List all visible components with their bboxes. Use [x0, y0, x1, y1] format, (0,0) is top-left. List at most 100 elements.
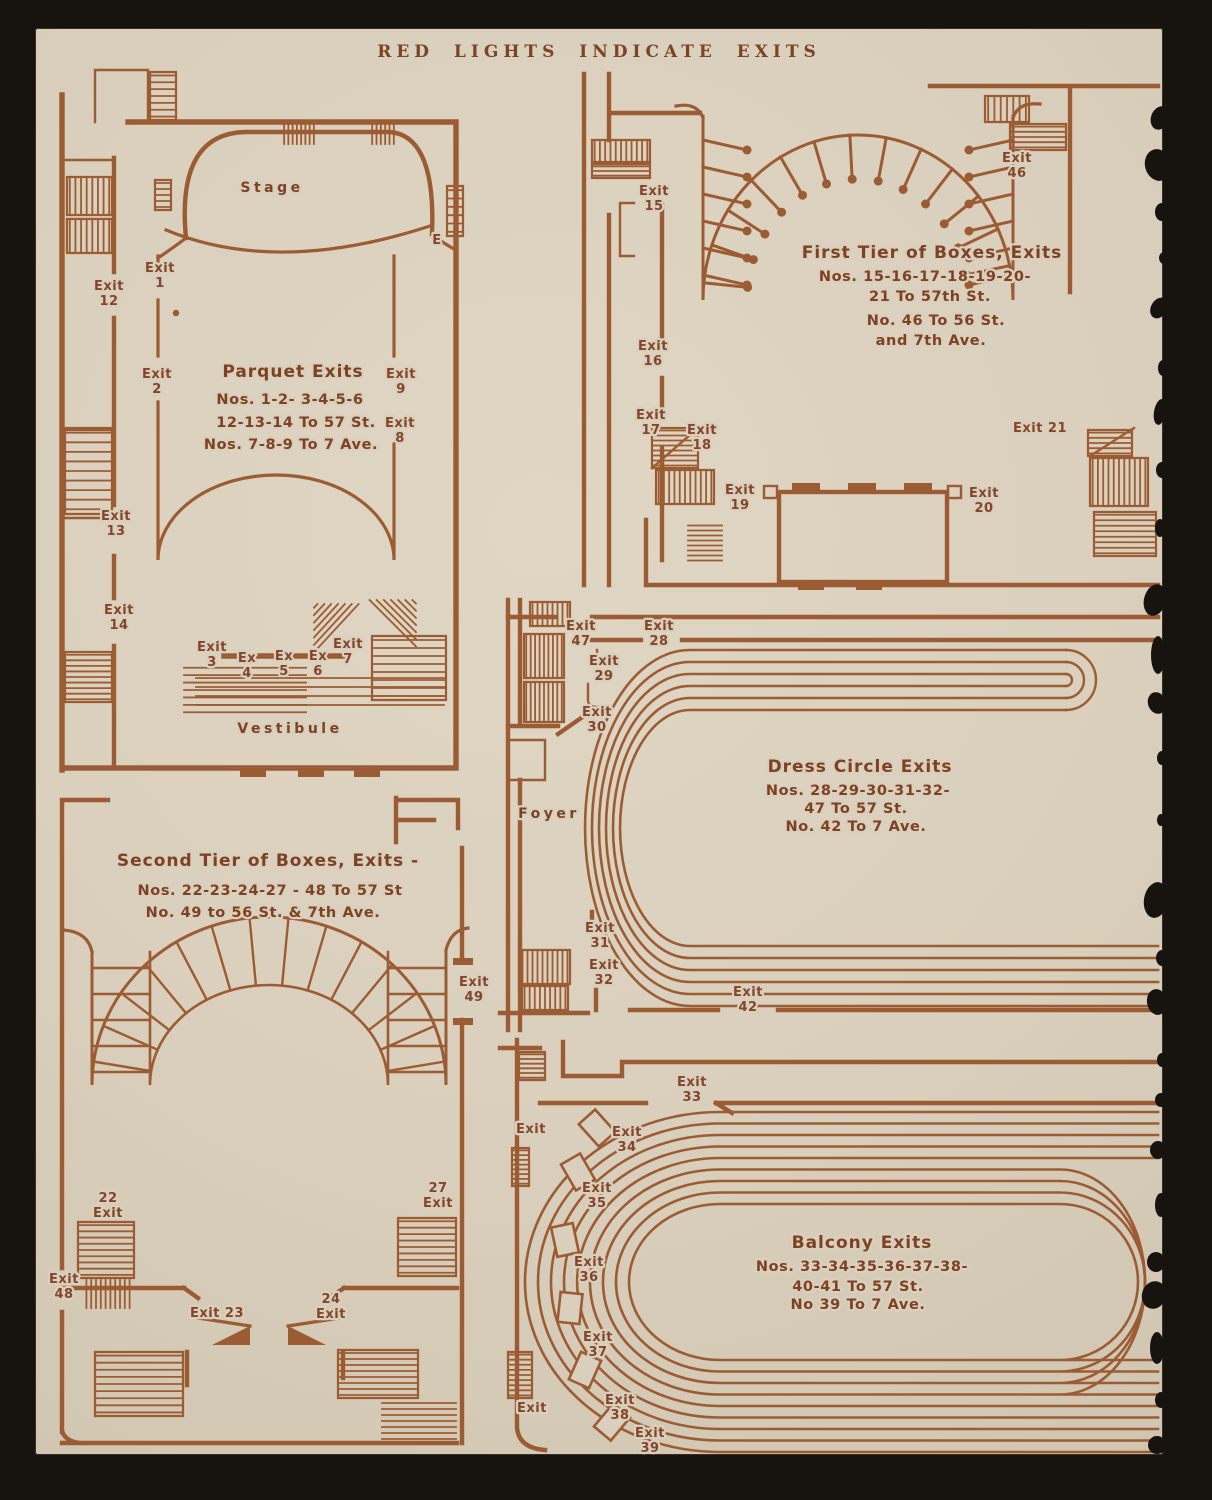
second-tier-band — [90, 915, 448, 1086]
stairs-hatch — [381, 1402, 457, 1440]
stairs-hatch — [63, 650, 114, 704]
door-e-label: E — [432, 233, 441, 248]
torn-paper-edge — [1141, 106, 1172, 1454]
stage-outline — [182, 129, 435, 241]
door-leaf — [212, 1326, 326, 1345]
parquet-title: Parquet Exits — [222, 362, 363, 382]
stairs-hatch — [153, 178, 173, 212]
exit-23-label: Exit 23 — [190, 1306, 244, 1321]
stairs-hatch — [517, 1050, 547, 1082]
stairs-hatch — [93, 1350, 185, 1418]
stairs-hatch — [183, 666, 307, 714]
door-bump — [240, 769, 266, 777]
stairs-hatch — [336, 1348, 420, 1400]
balcony-plan: Balcony Exits Nos. 33-34-35-36-37-38- 40… — [497, 1037, 1161, 1458]
balcony-note: No 39 To 7 Ave. — [791, 1297, 926, 1313]
aisle-box — [567, 1350, 603, 1390]
aisle-box — [549, 1221, 581, 1259]
column-dot — [172, 309, 180, 317]
dress-note: No. 42 To 7 Ave. — [785, 819, 926, 835]
stage-tab — [856, 581, 882, 590]
proscenium-curls — [155, 231, 459, 261]
door-posts — [184, 1349, 346, 1388]
stairs-hatch — [518, 948, 572, 986]
stairs-hatch — [522, 632, 566, 680]
door-bump — [354, 769, 380, 777]
wall-cap — [453, 1018, 473, 1025]
dress-rows — [583, 648, 1160, 1008]
door-jambs — [196, 1316, 342, 1328]
band-hooks — [62, 926, 470, 954]
stairs-hatch — [1088, 456, 1150, 508]
boxes-horseshoe — [701, 114, 1015, 301]
dress-bottom-lines — [497, 1007, 1161, 1016]
exit-side-upper-label: Exit — [516, 1122, 546, 1137]
stairs-hatch — [65, 217, 114, 255]
stairs-hatch — [368, 598, 418, 648]
stairs-hatch — [65, 175, 114, 217]
dress-note: Nos. 28-29-30-31-32- — [766, 783, 950, 799]
parquet-note: Nos. 7-8-9 To 7 Ave. — [204, 437, 378, 453]
first-tier-note: 21 To 57th St. — [869, 289, 991, 305]
page-header: RED LIGHTS INDICATE EXITS — [377, 42, 821, 62]
exit-21-label: Exit 21 — [1013, 421, 1067, 436]
first-tier-walls — [581, 71, 1161, 588]
stairs-hatch — [283, 123, 315, 145]
lobby-wall — [59, 1284, 460, 1302]
exit-side-lower-label: Exit — [517, 1401, 547, 1416]
first-tier-plan: First Tier of Boxes, Exits Nos. 15-16-17… — [581, 71, 1161, 590]
balcony-top-walls — [497, 1039, 1161, 1117]
second-tier-note: Nos. 22-23-24-27 - 48 To 57 St — [138, 883, 403, 899]
stair-diagonal — [1088, 426, 1136, 458]
dress-row-turns — [1064, 648, 1098, 712]
f-block — [393, 795, 461, 845]
exit31-32-stubs — [589, 909, 599, 1013]
stairs-hatch — [396, 1216, 458, 1278]
aisle-box — [592, 1401, 632, 1443]
stairs-hatch — [590, 138, 652, 164]
exit29-stub — [586, 648, 599, 709]
stairs-hatch — [528, 600, 572, 628]
exit30-jamb — [505, 712, 588, 738]
stairs-hatch — [85, 1279, 131, 1309]
first-tier-note: Nos. 15-16-17-18-19-20- — [819, 269, 1031, 285]
stairs-hatch — [1092, 510, 1158, 558]
stairs-hatch — [445, 184, 465, 238]
first-tier-title: First Tier of Boxes, Exits — [802, 243, 1063, 263]
foyer-label: Foyer — [518, 806, 580, 822]
stairs-hatch — [522, 680, 566, 724]
first-tier-note: and 7th Ave. — [876, 333, 987, 349]
parquet-plan: Stage Vestibule E Parquet Exits Nos. 1-2… — [59, 68, 465, 777]
wall-notches — [506, 738, 547, 782]
stage-tab — [904, 483, 932, 493]
stairs-hatch — [520, 984, 570, 1012]
second-tier-walls — [59, 797, 465, 1446]
stage-tab — [792, 483, 820, 493]
parquet-note: 12-13-14 To 57 St. — [216, 415, 376, 431]
stairs-hatch — [370, 634, 448, 702]
stairs-hatch — [148, 70, 178, 122]
parquet-topleft-rooms — [60, 68, 150, 520]
parquet-note: Nos. 1-2- 3-4-5-6 — [216, 392, 363, 408]
